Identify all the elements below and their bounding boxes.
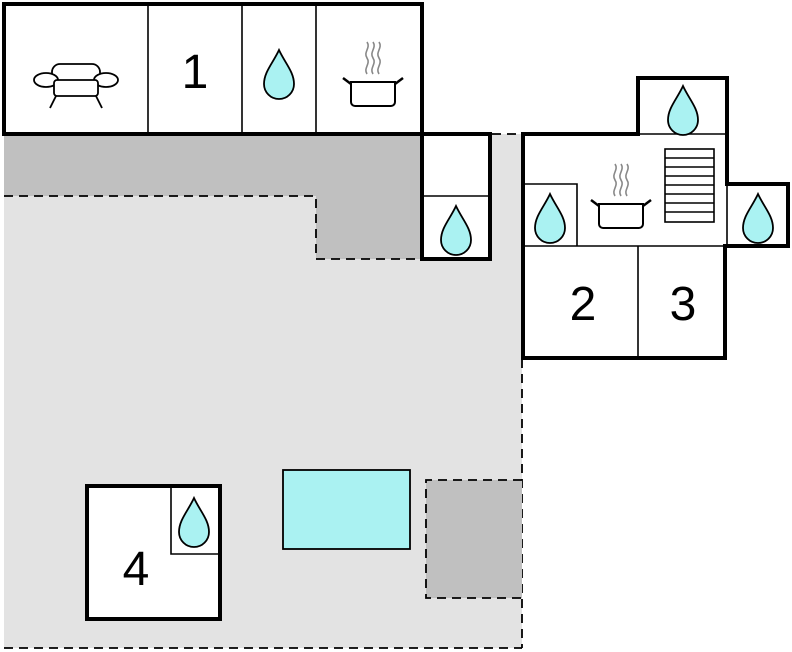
room-4-number: 4 [123, 543, 150, 596]
right-building-outline [521, 76, 790, 360]
guest-house-outline [85, 484, 222, 621]
room-2-number: 2 [570, 278, 597, 331]
stairs-icon [664, 148, 715, 223]
room-1-number: 1 [182, 46, 209, 99]
room-3-number: 3 [670, 278, 697, 331]
covered-terrace [4, 134, 422, 259]
covered-patio [426, 480, 522, 598]
pool [282, 469, 411, 550]
sofa-icon [33, 63, 119, 109]
